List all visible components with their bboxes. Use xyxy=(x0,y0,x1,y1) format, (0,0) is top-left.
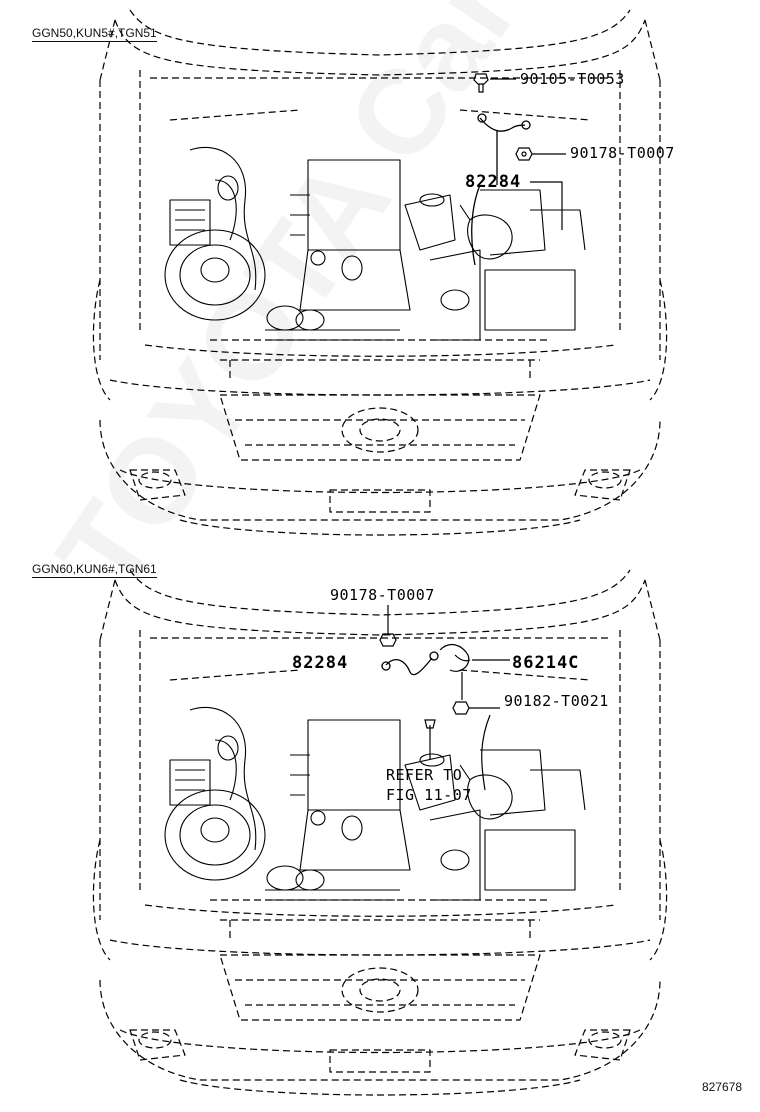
figure-number: 827678 xyxy=(701,1080,742,1094)
part-number-horn-bottom: 86214C xyxy=(512,653,580,673)
bottom-horn-icon xyxy=(439,643,510,700)
top-bolt-icon xyxy=(473,73,516,93)
part-number-bolt-top: 90105-T0053 xyxy=(520,70,625,88)
refer-to-line2: FIG 11-07 xyxy=(386,786,472,804)
bottom-bolt-icon xyxy=(452,701,500,715)
refer-leader xyxy=(424,719,436,760)
bottom-nut-icon xyxy=(379,605,397,647)
part-number-wire-bottom: 82284 xyxy=(292,653,349,673)
part-number-nut-top: 90178-T0007 xyxy=(570,144,675,162)
model-label-bottom: GGN60,KUN6#,TGN61 xyxy=(32,562,157,578)
refer-to-line1: REFER TO xyxy=(386,766,463,784)
bottom-ground-strap xyxy=(381,651,439,676)
part-number-bolt-bottom: 90182-T0021 xyxy=(504,692,609,710)
top-ground-strap xyxy=(471,113,531,266)
top-nut-icon xyxy=(515,147,566,161)
part-number-nut-bottom: 90178-T0007 xyxy=(330,586,435,604)
model-label-top: GGN50,KUN5#,TGN51 xyxy=(32,26,157,42)
part-number-wire-top: 82284 xyxy=(465,172,522,192)
